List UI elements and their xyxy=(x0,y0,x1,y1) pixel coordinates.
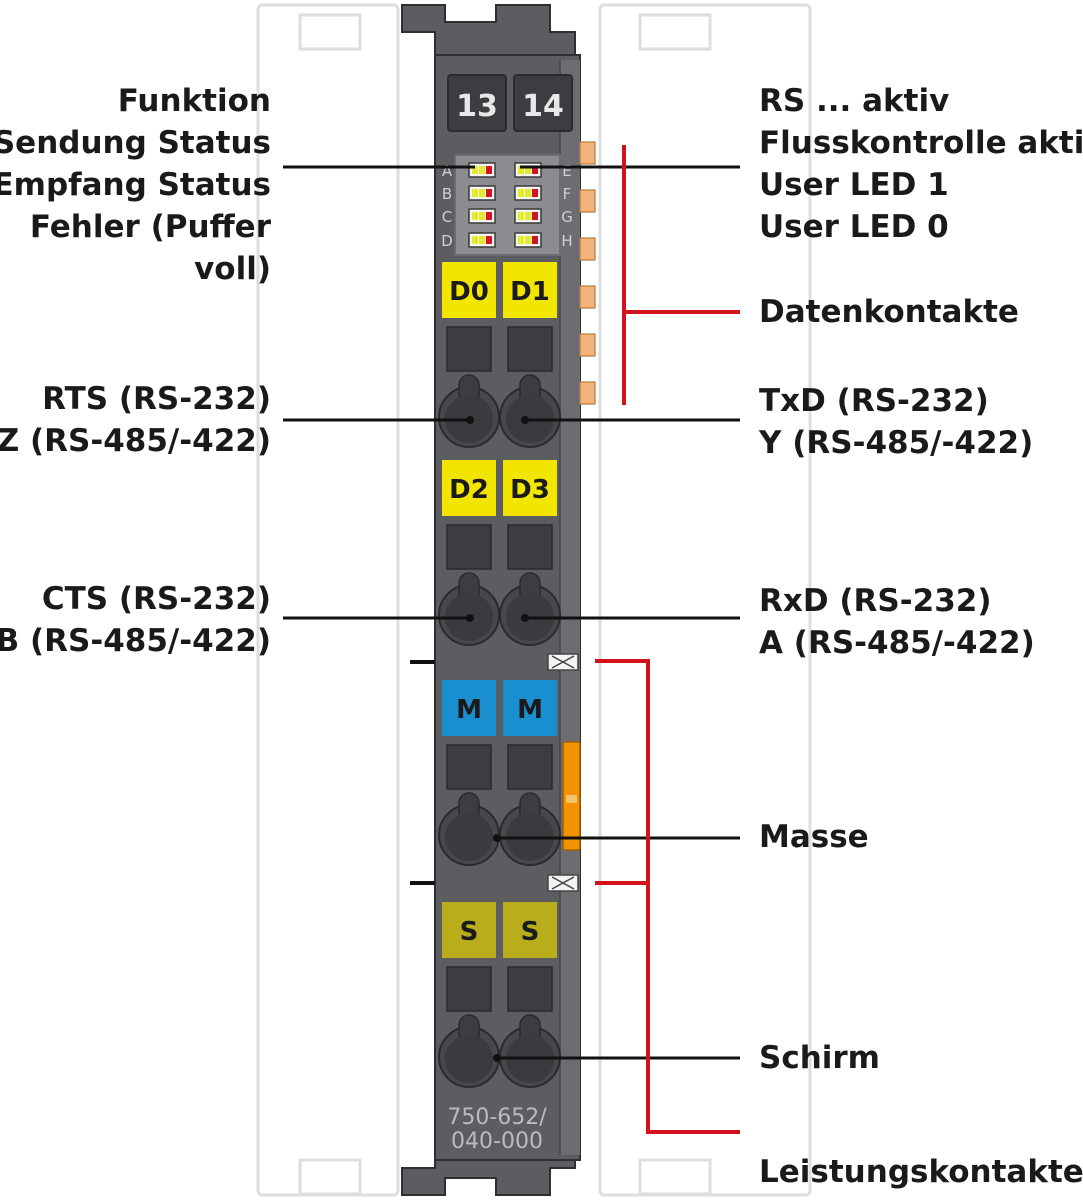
label-funktion: Funktion xyxy=(117,83,271,119)
label-voll: voll) xyxy=(194,251,271,287)
release-slot-m2[interactable] xyxy=(507,744,553,790)
label-schirm: Schirm xyxy=(759,1040,880,1076)
terminal-label-d0 xyxy=(442,262,496,318)
label-datenkontakte: Datenkontakte xyxy=(759,294,1019,330)
number-marker-13 xyxy=(447,74,507,132)
terminal-text-s1: S xyxy=(460,917,479,947)
label-a-rs485: A (RS-485/-422) xyxy=(759,625,1035,661)
number-14: 14 xyxy=(522,89,564,124)
label-leistungskontakte: Leistungskontakte xyxy=(759,1154,1083,1190)
data-contact-6 xyxy=(579,381,596,405)
label-z-rs485: Z (RS-485/-422) xyxy=(0,423,271,459)
release-slot-s2[interactable] xyxy=(507,966,553,1012)
terminal-label-d1 xyxy=(503,262,557,318)
terminal-label-m2 xyxy=(503,680,557,736)
led-letter-d: D xyxy=(441,232,453,250)
release-slot-d1[interactable] xyxy=(507,326,553,372)
led-1-1 xyxy=(514,185,542,201)
terminal-text-d0: D0 xyxy=(449,277,489,307)
leader-lines xyxy=(283,165,740,1060)
label-txd: TxD (RS-232) Y (RS-485/-422) xyxy=(759,380,1033,464)
label-sendung-status: Sendung Status xyxy=(0,125,271,161)
label-cts: CTS (RS-232) B (RS-485/-422) xyxy=(0,578,271,662)
led-0-1 xyxy=(514,162,542,178)
release-slot-d2[interactable] xyxy=(446,524,492,570)
label-fehler: Fehler (Puffer xyxy=(29,209,271,245)
led-letter-e: E xyxy=(562,162,571,180)
data-contact-2 xyxy=(579,189,596,213)
adjacent-modules-outline xyxy=(256,3,812,1197)
led-letter-b: B xyxy=(442,185,452,203)
release-slot-m1[interactable] xyxy=(446,744,492,790)
label-masse: Masse xyxy=(759,819,869,855)
label-user-led-1: User LED 1 xyxy=(759,167,949,203)
data-contact-pads xyxy=(579,141,596,405)
led-indicators xyxy=(468,162,542,248)
label-flusskontrolle: Flusskontrolle aktiv xyxy=(759,125,1083,161)
leader-dots xyxy=(466,416,529,1062)
label-cts-rs232: CTS (RS-232) xyxy=(41,581,271,617)
label-led-functions-left: Funktion Sendung Status Empfang Status F… xyxy=(0,80,271,290)
led-letter-h: H xyxy=(561,232,572,250)
label-rxd: RxD (RS-232) A (RS-485/-422) xyxy=(759,580,1035,664)
terminal-text-s2: S xyxy=(521,917,540,947)
label-rts-rs232: RTS (RS-232) xyxy=(42,381,271,417)
data-contact-4 xyxy=(579,285,596,309)
terminal-label-s1 xyxy=(442,902,496,958)
led-1-0 xyxy=(468,185,496,201)
label-empfang-status: Empfang Status xyxy=(0,167,271,203)
led-3-0 xyxy=(468,232,496,248)
label-txd-rs232: TxD (RS-232) xyxy=(759,383,989,419)
terminal-text-d2: D2 xyxy=(449,475,489,505)
top-rail-clip xyxy=(401,4,576,61)
release-slot-s1[interactable] xyxy=(446,966,492,1012)
part-number-line1: 750-652/ xyxy=(447,1105,547,1130)
terminal-text-d3: D3 xyxy=(510,475,550,505)
label-b-rs485: B (RS-485/-422) xyxy=(0,623,271,659)
number-13: 13 xyxy=(456,89,498,124)
led-letter-a: A xyxy=(442,162,453,180)
terminal-label-s2 xyxy=(503,902,557,958)
label-rts: RTS (RS-232) Z (RS-485/-422) xyxy=(0,378,271,462)
release-slot-d0[interactable] xyxy=(446,326,492,372)
led-letter-f: F xyxy=(563,185,572,203)
terminal-text-d1: D1 xyxy=(510,277,550,307)
led-2-0 xyxy=(468,208,496,224)
led-0-0 xyxy=(468,162,496,178)
led-2-1 xyxy=(514,208,542,224)
terminal-text-m1: M xyxy=(456,695,482,725)
data-contact-3 xyxy=(579,237,596,261)
label-rs-aktiv: RS ... aktiv xyxy=(759,83,950,119)
label-led-functions-right: RS ... aktiv Flusskontrolle aktiv User L… xyxy=(759,80,1083,248)
release-slot-d3[interactable] xyxy=(507,524,553,570)
label-user-led-0: User LED 0 xyxy=(759,209,949,245)
terminal-label-m1 xyxy=(442,680,496,736)
red-brackets xyxy=(595,145,740,1134)
power-contact-clip-lower xyxy=(547,874,579,892)
terminal-label-d2 xyxy=(442,460,496,516)
data-contact-1 xyxy=(579,141,596,165)
led-letter-c: C xyxy=(442,208,452,226)
terminal-text-m2: M xyxy=(517,695,543,725)
data-contact-5 xyxy=(579,333,596,357)
part-number-line2: 040-000 xyxy=(451,1129,543,1154)
led-3-1 xyxy=(514,232,542,248)
number-marker-14 xyxy=(513,74,573,132)
power-contact-clip-upper xyxy=(547,653,579,671)
label-rxd-rs232: RxD (RS-232) xyxy=(759,583,992,619)
terminal-label-d3 xyxy=(503,460,557,516)
led-letter-g: G xyxy=(561,208,573,226)
label-y-rs485: Y (RS-485/-422) xyxy=(759,425,1034,461)
